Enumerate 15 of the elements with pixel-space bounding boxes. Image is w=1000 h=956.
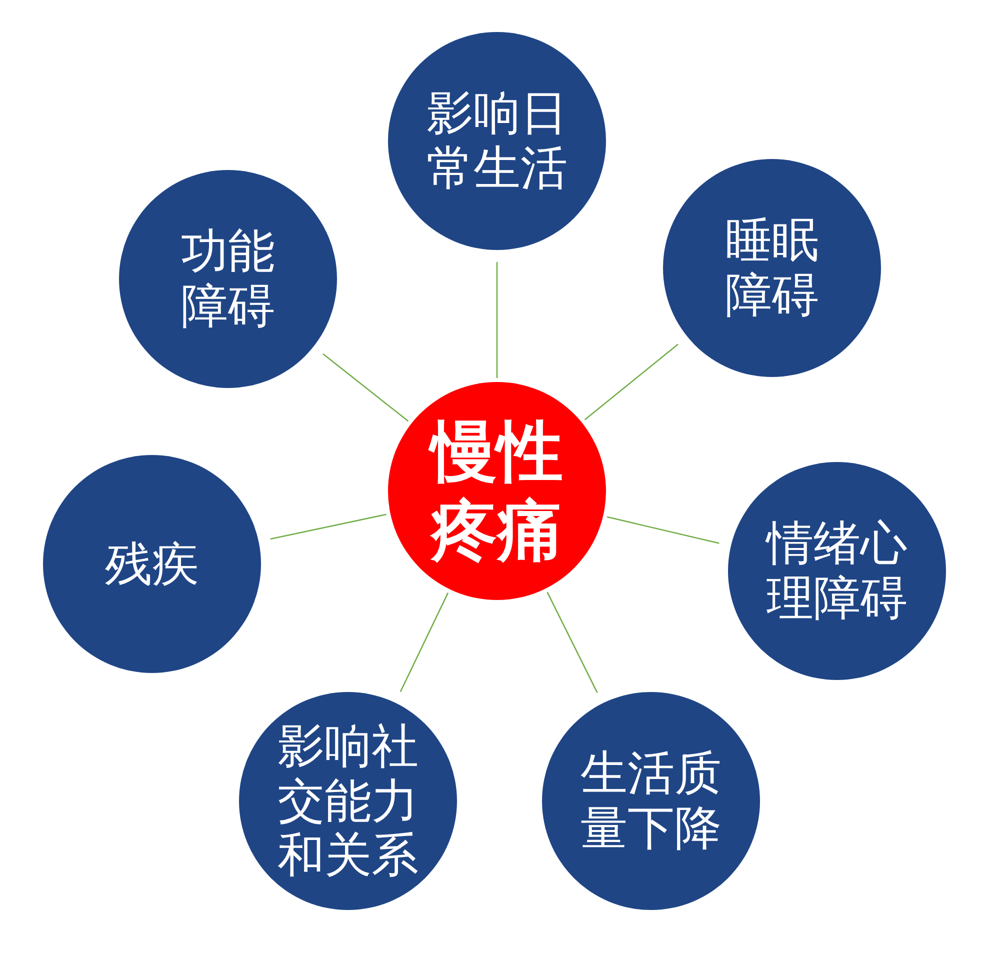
topic-label: 生活质量下降 xyxy=(580,746,722,856)
connector-line xyxy=(270,514,387,540)
connector-line xyxy=(322,353,409,422)
topic-label: 睡眠障碍 xyxy=(724,213,820,323)
hub-title: 慢性疼痛 xyxy=(429,412,565,570)
connector-line xyxy=(496,262,498,378)
topic-label: 影响日常生活 xyxy=(426,86,568,196)
connector-line xyxy=(546,592,598,693)
connector-line xyxy=(584,344,678,420)
connector-line xyxy=(606,516,720,544)
topic-label: 情绪心理障碍 xyxy=(764,516,908,626)
topic-label: 残疾 xyxy=(104,536,200,592)
topic-label: 功能障碍 xyxy=(180,224,276,334)
topic-label: 影响社交能力和关系 xyxy=(276,718,420,884)
connector-line xyxy=(400,592,449,692)
